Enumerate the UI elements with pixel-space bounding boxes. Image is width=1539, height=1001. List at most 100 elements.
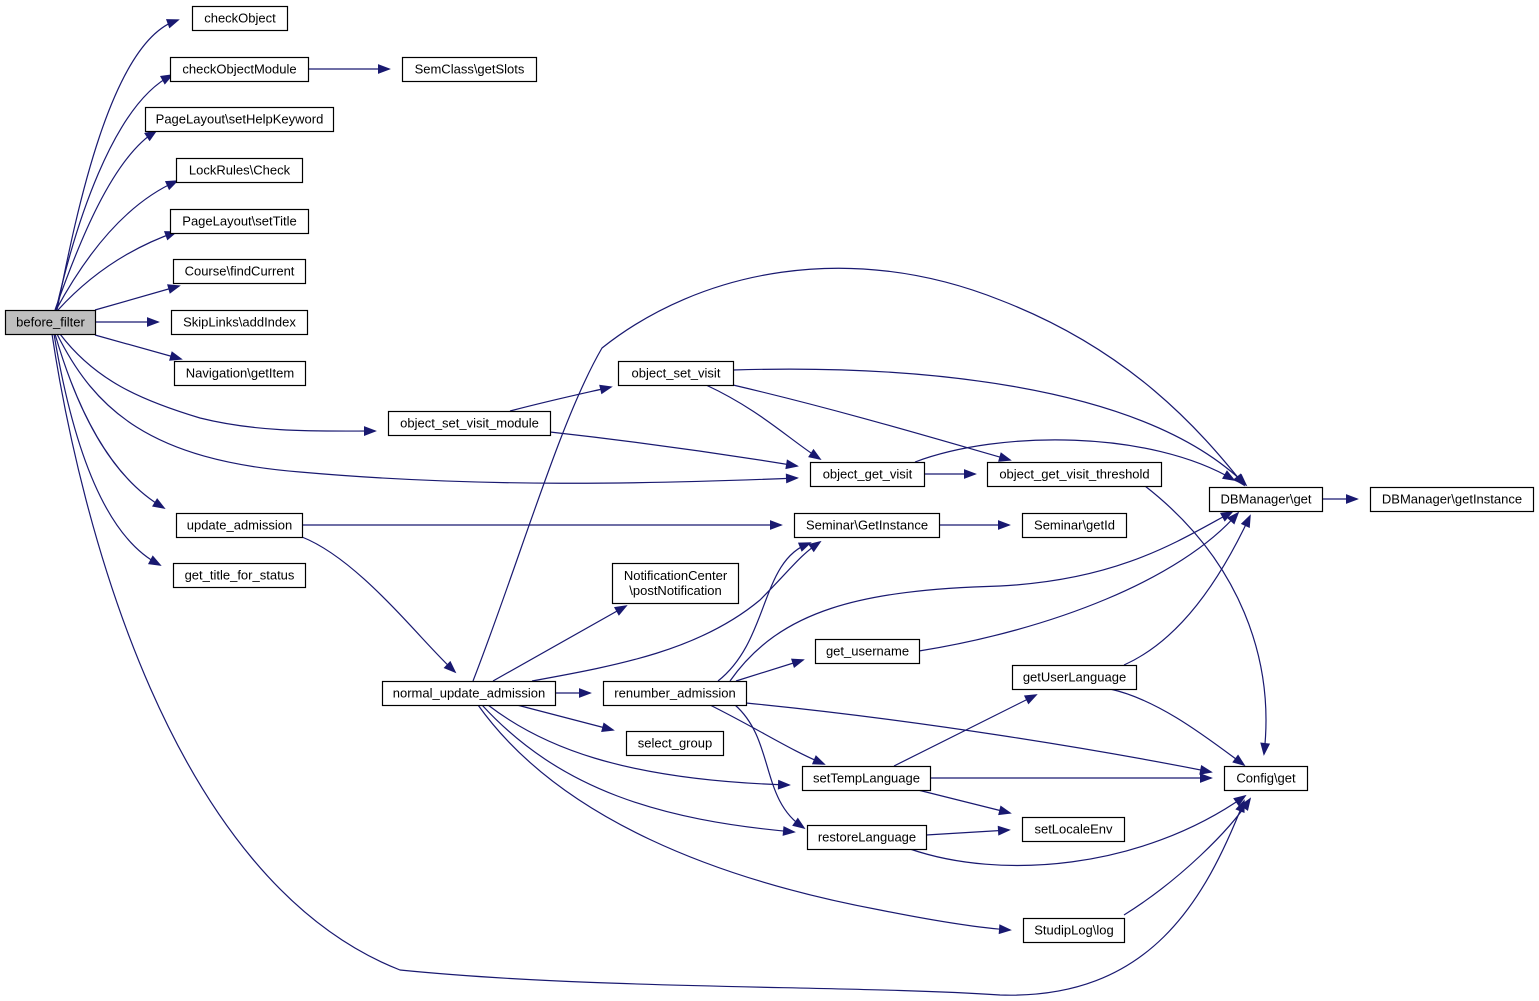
node-skiplinks-addindex[interactable]: SkipLinks\addIndex xyxy=(170,309,309,336)
edge-line xyxy=(734,704,805,829)
node-notificationcenter-postnotification[interactable]: NotificationCenter\postNotification xyxy=(611,562,740,605)
node-label[interactable]: checkObject xyxy=(204,11,276,26)
node-label[interactable]: update_admission xyxy=(187,518,293,533)
node-label[interactable]: checkObjectModule xyxy=(182,62,296,77)
node-course-findcurrent[interactable]: Course\findCurrent xyxy=(172,258,307,285)
node-box[interactable] xyxy=(1022,917,1126,944)
node-label[interactable]: get_title_for_status xyxy=(185,568,295,583)
node-label[interactable]: before_filter xyxy=(16,315,85,330)
node-box[interactable] xyxy=(1223,765,1309,792)
node-label[interactable]: DBManager\get xyxy=(1220,492,1311,507)
node-label[interactable]: PageLayout\setTitle xyxy=(182,214,296,229)
node-pagelayout-sethelpkeyword[interactable]: PageLayout\setHelpKeyword xyxy=(144,106,335,133)
node-label[interactable]: Config\get xyxy=(1236,771,1296,786)
node-get-username[interactable]: get_username xyxy=(814,638,921,665)
node-label[interactable]: StudipLog\log xyxy=(1034,923,1114,938)
node-box[interactable] xyxy=(986,461,1163,488)
node-box[interactable] xyxy=(401,56,538,83)
node-semclass-getslots[interactable]: SemClass\getSlots xyxy=(401,56,538,83)
node-renumber-admission[interactable]: renumber_admission xyxy=(602,680,748,707)
node-label[interactable]: NotificationCenter xyxy=(624,568,728,583)
node-label[interactable]: object_set_visit_module xyxy=(400,416,539,431)
node-box[interactable] xyxy=(169,208,310,235)
node-seminar-getid[interactable]: Seminar\getId xyxy=(1021,512,1128,539)
node-label[interactable]: Navigation\getItem xyxy=(186,366,294,381)
node-config-get[interactable]: Config\get xyxy=(1223,765,1309,792)
node-label[interactable]: get_username xyxy=(826,644,909,659)
edge-line xyxy=(531,541,821,682)
node-box[interactable] xyxy=(170,309,309,336)
node-box[interactable] xyxy=(809,461,926,488)
node-label[interactable]: Seminar\GetInstance xyxy=(806,518,928,533)
node-object-set-visit[interactable]: object_set_visit xyxy=(617,360,735,387)
node-label[interactable]: PageLayout\setHelpKeyword xyxy=(156,112,324,127)
node-box[interactable] xyxy=(801,765,932,792)
node-object-get-visit[interactable]: object_get_visit xyxy=(809,461,926,488)
node-box[interactable] xyxy=(172,258,307,285)
edge-line xyxy=(487,704,790,786)
node-label[interactable]: SkipLinks\addIndex xyxy=(183,315,296,330)
node-object-set-visit-module[interactable]: object_set_visit_module xyxy=(387,410,552,437)
node-label[interactable]: normal_update_admission xyxy=(393,686,545,701)
node-box[interactable] xyxy=(806,824,928,851)
node-update-admission[interactable]: update_admission xyxy=(175,512,304,539)
node-box[interactable] xyxy=(814,638,921,665)
node-label[interactable]: object_set_visit xyxy=(632,366,721,381)
node-restorelanguage[interactable]: restoreLanguage xyxy=(806,824,928,851)
node-navigation-getitem[interactable]: Navigation\getItem xyxy=(173,360,307,387)
node-box[interactable] xyxy=(172,562,307,589)
node-normal-update-admission[interactable]: normal_update_admission xyxy=(381,680,557,707)
node-checkobject[interactable]: checkObject xyxy=(191,5,289,32)
node-box[interactable] xyxy=(625,730,725,757)
node-getuserlanguage[interactable]: getUserLanguage xyxy=(1011,664,1138,691)
node-checkobjectmodule[interactable]: checkObjectModule xyxy=(169,56,310,83)
node-label[interactable]: \postNotification xyxy=(629,583,722,598)
node-box[interactable] xyxy=(381,680,557,707)
node-box[interactable] xyxy=(175,157,304,184)
node-box[interactable] xyxy=(1021,512,1128,539)
node-box[interactable] xyxy=(191,5,289,32)
node-box[interactable] xyxy=(611,562,740,605)
node-label[interactable]: DBManager\getInstance xyxy=(1382,492,1522,507)
node-setlocaleenv[interactable]: setLocaleEnv xyxy=(1021,816,1126,843)
node-get-title-for-status[interactable]: get_title_for_status xyxy=(172,562,307,589)
node-label[interactable]: setTempLanguage xyxy=(813,771,920,786)
node-label[interactable]: select_group xyxy=(638,736,712,751)
edge-line xyxy=(59,333,376,432)
node-object-get-visit-threshold[interactable]: object_get_visit_threshold xyxy=(986,461,1163,488)
node-box[interactable] xyxy=(4,309,97,336)
node-seminar-getinstance[interactable]: Seminar\GetInstance xyxy=(793,512,941,539)
node-box[interactable] xyxy=(1021,816,1126,843)
edge-line xyxy=(54,333,165,509)
node-box[interactable] xyxy=(144,106,335,133)
node-box[interactable] xyxy=(387,410,552,437)
node-box[interactable] xyxy=(1011,664,1138,691)
node-box[interactable] xyxy=(175,512,304,539)
node-before-filter[interactable]: before_filter xyxy=(4,309,97,336)
node-box[interactable] xyxy=(169,56,310,83)
node-label[interactable]: object_get_visit xyxy=(823,467,913,482)
node-select-group[interactable]: select_group xyxy=(625,730,725,757)
node-box[interactable] xyxy=(793,512,941,539)
edge-line xyxy=(909,795,1246,867)
node-dbmanager-get[interactable]: DBManager\get xyxy=(1208,486,1324,513)
node-label[interactable]: Seminar\getId xyxy=(1034,518,1115,533)
node-label[interactable]: setLocaleEnv xyxy=(1034,822,1113,837)
node-label[interactable]: renumber_admission xyxy=(614,686,735,701)
node-label[interactable]: object_get_visit_threshold xyxy=(999,467,1149,482)
node-box[interactable] xyxy=(1208,486,1324,513)
node-box[interactable] xyxy=(1369,486,1535,513)
node-box[interactable] xyxy=(173,360,307,387)
node-studiplog-log[interactable]: StudipLog\log xyxy=(1022,917,1126,944)
node-lockrules-check[interactable]: LockRules\Check xyxy=(175,157,304,184)
node-label[interactable]: LockRules\Check xyxy=(189,163,291,178)
node-label[interactable]: SemClass\getSlots xyxy=(415,62,525,77)
node-settemplanguage[interactable]: setTempLanguage xyxy=(801,765,932,792)
node-label[interactable]: getUserLanguage xyxy=(1023,670,1126,685)
node-box[interactable] xyxy=(617,360,735,387)
node-label[interactable]: Course\findCurrent xyxy=(185,264,295,279)
node-dbmanager-getinstance[interactable]: DBManager\getInstance xyxy=(1369,486,1535,513)
node-label[interactable]: restoreLanguage xyxy=(818,830,916,845)
node-box[interactable] xyxy=(602,680,748,707)
node-pagelayout-settitle[interactable]: PageLayout\setTitle xyxy=(169,208,310,235)
